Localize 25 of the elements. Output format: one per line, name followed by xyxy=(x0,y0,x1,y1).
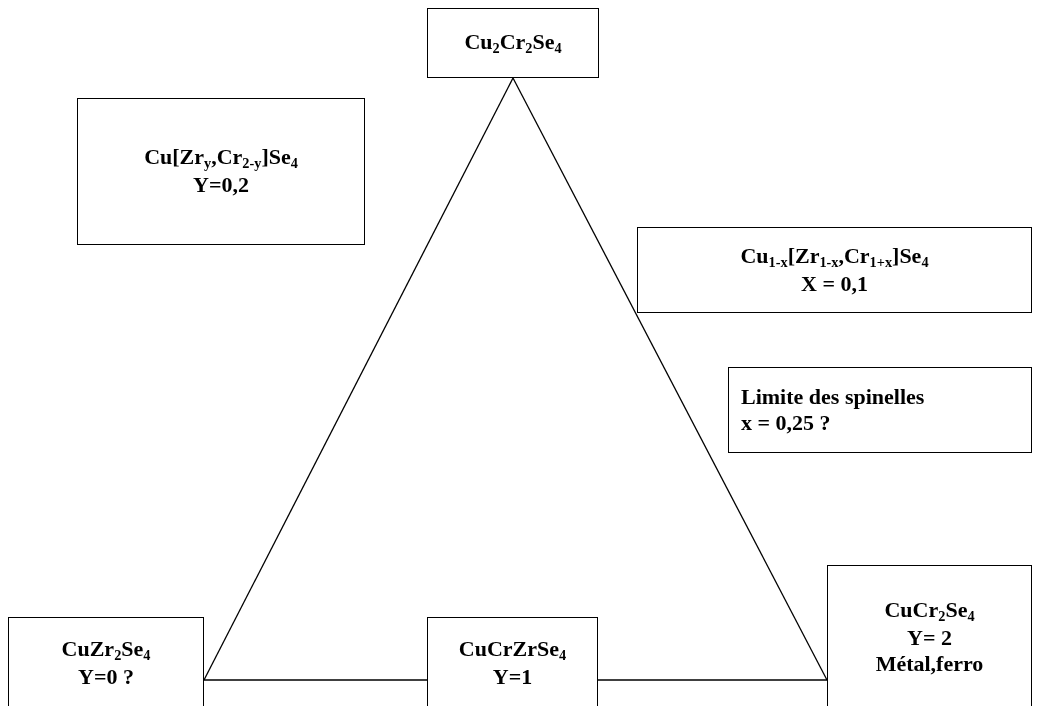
value-text: Y= 2 xyxy=(907,624,952,652)
value-text: x = 0,25 ? xyxy=(741,410,831,437)
formula-text: CuCr$_{2}$Se$_{4}$ xyxy=(884,597,975,625)
formula-text: CuCrZrSe$_{4}$ xyxy=(458,636,567,665)
label-box xyxy=(728,367,1032,453)
value-text: Y=1 xyxy=(492,664,533,691)
label-box xyxy=(427,617,598,706)
connector-line xyxy=(512,77,828,681)
label-box xyxy=(637,227,1032,313)
value-text: X = 0,1 xyxy=(801,270,868,298)
label-box xyxy=(427,8,599,78)
connector-line xyxy=(203,679,428,681)
formula-text: Cu$_{2}$Cr$_{2}$Se$_{4}$ xyxy=(464,29,562,57)
formula-text: Cu[Zr$_{y}$,Cr$_{2-y}$]Se$_{4}$ xyxy=(144,144,298,173)
formula-text: Limite des spinelles xyxy=(741,383,925,410)
label-box xyxy=(8,617,204,706)
formula-text: Cu$_{1-x}$[Zr$_{1-x}$,Cr$_{1+x}$]Se$_{4}$ xyxy=(740,242,929,271)
formula-text: CuZr$_{2}$Se$_{4}$ xyxy=(61,636,151,665)
connector-line xyxy=(203,77,514,681)
connector-line xyxy=(597,679,828,681)
value-text: Métal,ferro xyxy=(875,651,984,678)
value-text: Y=0 ? xyxy=(78,664,134,691)
label-box xyxy=(827,565,1032,706)
label-box xyxy=(77,98,365,245)
value-text: Y=0,2 xyxy=(193,172,249,199)
